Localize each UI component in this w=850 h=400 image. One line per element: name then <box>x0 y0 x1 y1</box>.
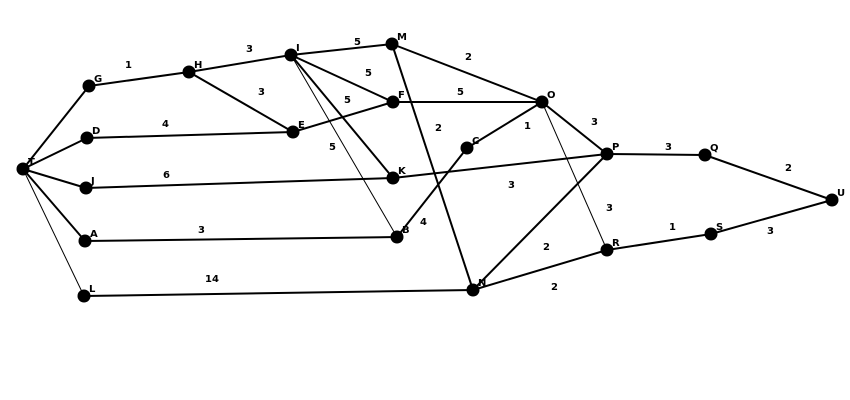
edge-I-B <box>290 54 398 238</box>
node-B <box>390 230 404 244</box>
edge-weight-I-K: 5 <box>344 95 351 106</box>
edge-H-E <box>188 71 294 133</box>
edge-N-R <box>472 249 608 291</box>
edge-O-P <box>541 101 608 155</box>
edge-weight-B-C: 4 <box>420 217 427 228</box>
node-G <box>82 79 96 93</box>
edge-T-J <box>22 168 87 189</box>
node-H <box>182 65 196 79</box>
node-J <box>79 181 93 195</box>
node-label-L: L <box>89 284 96 295</box>
edge-C-O <box>466 101 543 149</box>
edge-weight-J-K: 6 <box>163 170 170 181</box>
edge-weight-O-P: 3 <box>591 117 598 128</box>
edge-J-K <box>85 177 394 189</box>
edge-weight-I-B: 5 <box>329 142 336 153</box>
edge-weight-R-S: 1 <box>669 222 676 233</box>
edge-A-B <box>84 236 398 242</box>
node-label-Q: Q <box>710 143 719 154</box>
node-label-S: S <box>716 222 723 233</box>
edge-O-R <box>541 101 608 251</box>
node-label-T: T <box>28 157 35 168</box>
edge-M-O <box>391 43 543 103</box>
edge-weight-F-O: 5 <box>457 87 464 98</box>
node-label-R: R <box>612 238 620 249</box>
node-label-A: A <box>90 229 98 240</box>
node-C <box>460 141 474 155</box>
edge-N-P <box>472 153 608 291</box>
node-A <box>78 234 92 248</box>
node-T <box>16 162 30 176</box>
edge-B-C <box>396 147 468 238</box>
node-S <box>704 227 718 241</box>
edge-I-M <box>290 43 393 56</box>
node-label-F: F <box>398 90 405 101</box>
node-F <box>386 95 400 109</box>
edge-weight-I-M: 5 <box>354 37 361 48</box>
edge-weight-G-H: 1 <box>125 60 132 71</box>
node-label-D: D <box>92 126 100 137</box>
edge-weight-H-I: 3 <box>246 44 253 55</box>
edge-weight-Q-U: 2 <box>785 163 792 174</box>
edge-weight-S-U: 3 <box>767 226 774 237</box>
node-U <box>825 193 839 207</box>
edge-weight-M-O: 2 <box>465 52 472 63</box>
node-label-G: G <box>94 74 102 85</box>
edge-Q-U <box>704 154 833 201</box>
node-I <box>284 48 298 62</box>
edge-T-L <box>22 168 85 297</box>
edge-T-G <box>22 85 90 170</box>
edge-P-Q <box>606 153 706 156</box>
node-M <box>385 37 399 51</box>
edge-weight-P-Q: 3 <box>665 142 672 153</box>
edge-weight-K-P: 3 <box>508 180 515 191</box>
edge-weight-A-B: 3 <box>198 225 205 236</box>
edge-R-S <box>606 233 712 251</box>
node-label-M: M <box>397 32 407 43</box>
edge-T-A <box>22 168 86 242</box>
edge-weight-O-R: 3 <box>606 203 613 214</box>
node-label-I: I <box>296 43 300 54</box>
node-label-N: N <box>478 278 486 289</box>
edge-L-N <box>83 289 474 297</box>
edge-weight-L-N: 14 <box>205 274 219 285</box>
node-label-U: U <box>837 188 845 199</box>
node-K <box>386 171 400 185</box>
edge-weight-I-F: 5 <box>365 68 372 79</box>
node-L <box>77 289 91 303</box>
node-label-J: J <box>90 176 95 187</box>
edge-weight-N-R: 2 <box>551 282 558 293</box>
edge-S-U <box>710 199 833 235</box>
edge-I-F <box>290 54 394 103</box>
edge-weight-H-E: 3 <box>258 87 265 98</box>
node-label-K: K <box>398 166 407 177</box>
node-R <box>600 243 614 257</box>
edge-T-D <box>22 137 88 170</box>
edge-H-I <box>188 54 292 73</box>
node-O <box>535 95 549 109</box>
edge-weight-M-N: 2 <box>435 123 442 134</box>
node-E <box>286 125 300 139</box>
node-label-B: B <box>402 225 410 236</box>
edge-weight-N-P: 2 <box>543 242 550 253</box>
node-D <box>80 131 94 145</box>
edge-K-P <box>392 153 608 179</box>
node-label-H: H <box>194 60 202 71</box>
node-P <box>600 147 614 161</box>
node-Q <box>698 148 712 162</box>
node-label-O: O <box>547 90 556 101</box>
node-label-C: C <box>472 136 479 147</box>
node-N <box>466 283 480 297</box>
edge-M-N <box>391 43 474 291</box>
node-label-P: P <box>612 142 619 153</box>
edge-weight-C-O: 1 <box>524 121 531 132</box>
edge-I-K <box>290 54 394 179</box>
edge-G-H <box>88 71 190 87</box>
edge-weight-D-E: 4 <box>162 119 169 130</box>
node-label-E: E <box>298 120 305 131</box>
edge-D-E <box>86 131 294 139</box>
